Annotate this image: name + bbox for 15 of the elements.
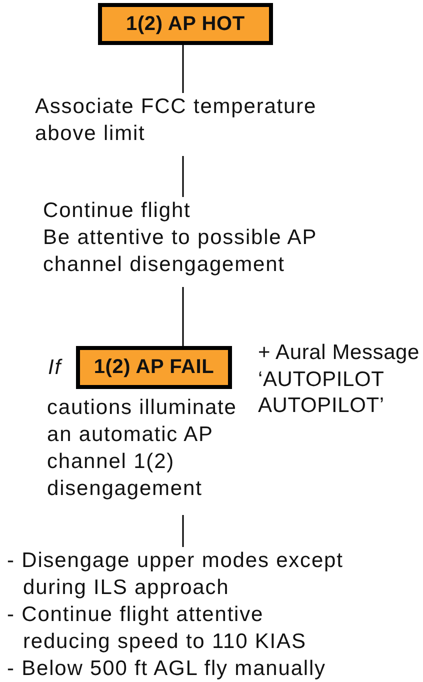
- connector-line: [182, 515, 184, 547]
- action-item: - Below 500 ft AGL fly manually: [7, 656, 327, 682]
- connector-line: [182, 45, 184, 93]
- caution-label: 1(2) AP HOT: [98, 3, 273, 45]
- connector-line: [182, 156, 184, 197]
- flow-text: cautions illuminate an automatic AP channel 1(2) disengagement: [47, 395, 238, 502]
- action-item: - Disengage upper modes except during ILS approach: [7, 548, 344, 601]
- flow-text: Continue flight: [43, 198, 192, 224]
- action-item: - Continue flight attentive reducing speed to 110 KIAS: [7, 602, 308, 655]
- connector-line: [182, 287, 184, 346]
- condition-text: If: [48, 355, 62, 381]
- note-text: + Aural Message ‘AUTOPILOT AUTOPILOT’: [258, 340, 421, 419]
- flow-text: Be attentive to possible AP channel disengagement: [43, 225, 318, 278]
- flow-text: Associate FCC temperature above limit: [35, 94, 318, 147]
- caution-label: 1(2) AP FAIL: [76, 346, 232, 389]
